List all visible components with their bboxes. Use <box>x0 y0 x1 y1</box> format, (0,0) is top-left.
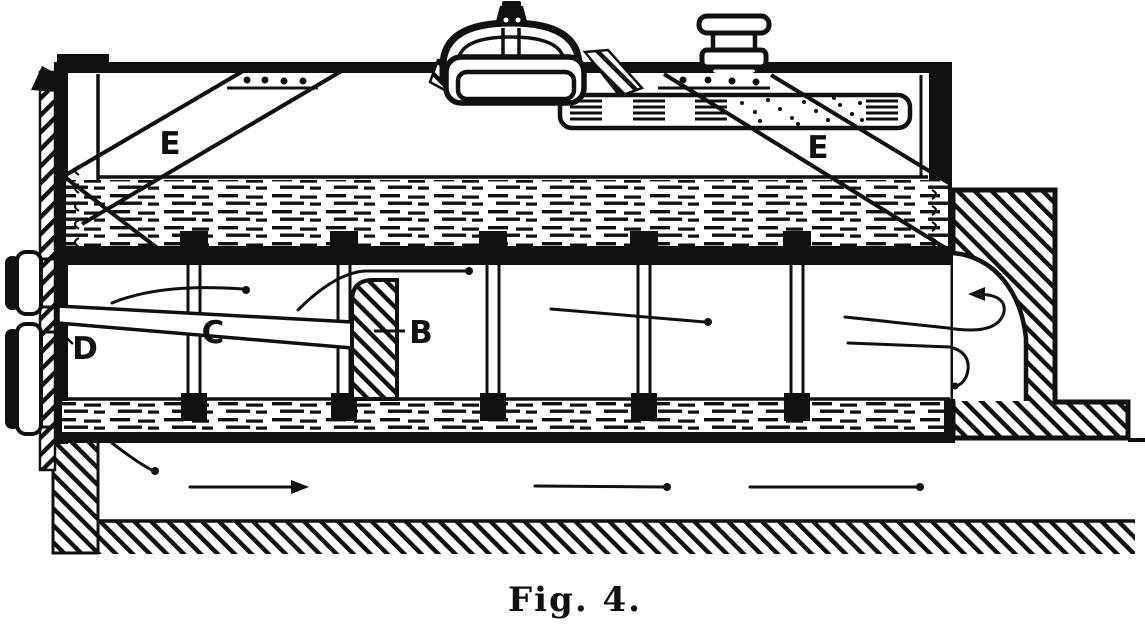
perforated-dry-pipe <box>557 92 913 131</box>
stay-tube <box>783 231 811 421</box>
manhole-yoke-inner-arch <box>456 35 566 61</box>
manhole-lug-right <box>582 48 645 98</box>
label-brace-right: E <box>807 130 828 166</box>
floor-hatch <box>97 521 1135 554</box>
label-d-leader <box>55 325 74 345</box>
label-brace-left: E <box>159 126 180 162</box>
label-rod-c: C <box>202 315 225 351</box>
manhole-clamp-nut <box>495 6 528 25</box>
flow-arrow <box>533 484 666 489</box>
diagonal-brace-right <box>658 72 951 251</box>
left-wall-cap <box>31 66 57 92</box>
part-labels: E E C B D <box>55 126 829 367</box>
gas-flow-arrows <box>110 267 1006 494</box>
flange-base <box>699 47 769 70</box>
label-drain-d: D <box>72 331 98 367</box>
flow-arrow <box>843 292 1006 332</box>
flow-arrow <box>549 307 707 324</box>
flow-arrow <box>110 286 245 305</box>
brace-rivets-right <box>679 76 760 86</box>
stay-tube <box>479 231 507 421</box>
shell-bottom-plate <box>56 432 955 443</box>
arrowhead <box>968 287 985 301</box>
flow-arrow <box>296 269 468 312</box>
nut-highlight <box>515 17 521 23</box>
arrowhead <box>291 480 309 494</box>
diagonal-brace-left <box>62 65 347 252</box>
left-pier <box>51 439 100 555</box>
stub-pipe-lower <box>5 322 56 436</box>
brace-rivets-left <box>243 76 307 85</box>
manhole-bolt-tip <box>502 1 521 8</box>
figure-caption: Fig. 4. <box>508 580 642 620</box>
right-masonry-setting <box>950 187 1145 442</box>
flange-top <box>696 13 772 36</box>
manhole-cover-plate <box>455 69 577 102</box>
shell-top-left-cap <box>57 54 109 65</box>
label-baffle-b: B <box>409 315 433 351</box>
stay-tube <box>630 231 658 421</box>
flow-arrow <box>846 341 970 388</box>
upper-tube-sheet <box>57 246 952 265</box>
outlet-flange-nozzle <box>696 13 772 75</box>
foundation <box>31 66 1135 555</box>
dry-pipe-perforations <box>740 96 864 126</box>
stub-pipe-upper <box>5 250 56 316</box>
flow-arrow <box>110 441 154 472</box>
baffle-block-b <box>350 278 399 401</box>
nut-highlight <box>503 17 509 23</box>
manhole-assembly <box>428 1 645 106</box>
shell-bottom-right-cap <box>944 399 955 443</box>
gas-uptake-channel-wall <box>952 250 1029 401</box>
